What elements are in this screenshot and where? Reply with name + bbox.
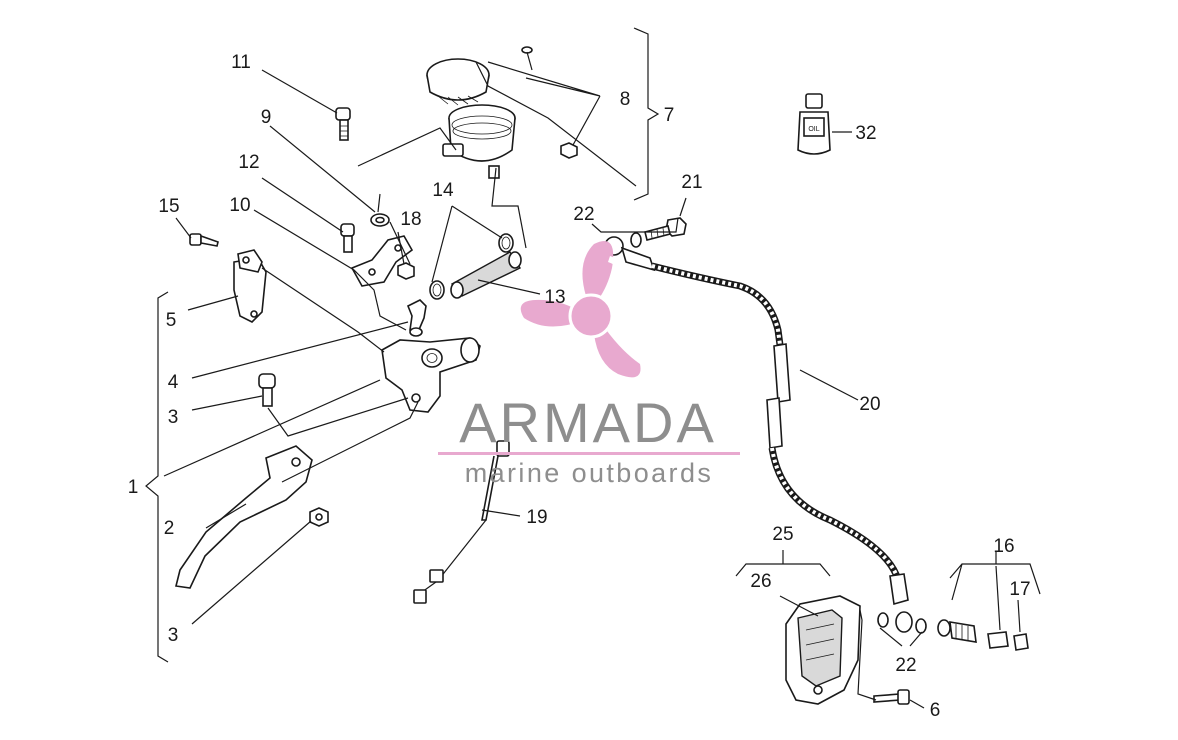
bracket-nut xyxy=(397,262,415,280)
propeller-icon xyxy=(520,241,641,378)
callout-26: 26 xyxy=(750,571,771,592)
bleeder-valve xyxy=(937,619,1009,649)
hose-clip-upper xyxy=(498,233,514,253)
callout-21: 21 xyxy=(681,172,702,193)
cap-screw xyxy=(521,46,533,71)
brand-name: ARMADA xyxy=(459,391,717,454)
brake-hose xyxy=(604,236,913,633)
pivot-bolt xyxy=(258,373,276,407)
callout-19: 19 xyxy=(526,507,547,528)
bottle-label: OIL xyxy=(808,126,819,133)
callout-14: 14 xyxy=(432,180,454,201)
elbow-fitting xyxy=(406,299,427,337)
clamp-screw xyxy=(189,233,219,247)
callout-16: 16 xyxy=(993,536,1014,557)
brake-fluid-bottle: OIL xyxy=(797,93,831,155)
brand-divider xyxy=(438,452,740,455)
armada-logo: ARMADA marine outboards xyxy=(438,241,740,488)
handlebar-clamp xyxy=(233,249,267,323)
callout-2: 2 xyxy=(164,518,175,539)
callout-13: 13 xyxy=(544,287,565,308)
callout-22-upper: 22 xyxy=(573,204,594,225)
brake-caliper xyxy=(785,595,861,705)
callout-4: 4 xyxy=(168,372,179,393)
callout-22-lower: 22 xyxy=(895,655,916,676)
callout-12: 12 xyxy=(238,152,259,173)
caliper-washer-b xyxy=(915,618,927,634)
reservoir-hose xyxy=(450,251,522,299)
hose-clip-lower xyxy=(429,280,445,300)
callout-6: 6 xyxy=(930,700,941,721)
callout-15: 15 xyxy=(158,196,179,217)
sealing-washer xyxy=(370,213,390,227)
callout-3-lower: 3 xyxy=(168,625,179,646)
reservoir-cap xyxy=(426,58,490,106)
callout-8: 8 xyxy=(620,89,631,110)
callout-32: 32 xyxy=(855,123,876,144)
banjo-bolt xyxy=(335,107,351,141)
bleeder-cap xyxy=(1013,633,1029,651)
bracket-screw xyxy=(340,223,355,253)
caliper-screw xyxy=(873,689,910,705)
callout-25: 25 xyxy=(772,524,793,545)
caliper-washer-a xyxy=(877,612,889,628)
pivot-nut xyxy=(309,507,329,527)
stop-light-switch xyxy=(413,440,510,604)
callout-3-upper: 3 xyxy=(168,407,179,428)
reservoir-body xyxy=(442,104,516,179)
callout-5: 5 xyxy=(166,310,177,331)
callout-10: 10 xyxy=(229,195,250,216)
hose-washer-upper-a xyxy=(630,232,642,248)
brake-lever xyxy=(175,445,313,589)
cap-nut xyxy=(560,142,578,159)
callout-18: 18 xyxy=(400,209,421,230)
callout-9: 9 xyxy=(261,107,272,128)
callout-labels: 11 8 7 9 12 15 10 18 14 22 21 32 13 5 4 … xyxy=(128,52,1031,721)
brand-tagline: marine outboards xyxy=(465,458,714,488)
hose-banjo-bolt xyxy=(644,217,687,241)
callout-17: 17 xyxy=(1009,579,1030,600)
callout-7: 7 xyxy=(664,105,675,126)
callout-20: 20 xyxy=(859,394,880,415)
master-cylinder xyxy=(381,337,481,413)
callout-1: 1 xyxy=(128,477,139,498)
callout-11: 11 xyxy=(231,52,251,73)
leader-lines xyxy=(145,27,1041,709)
